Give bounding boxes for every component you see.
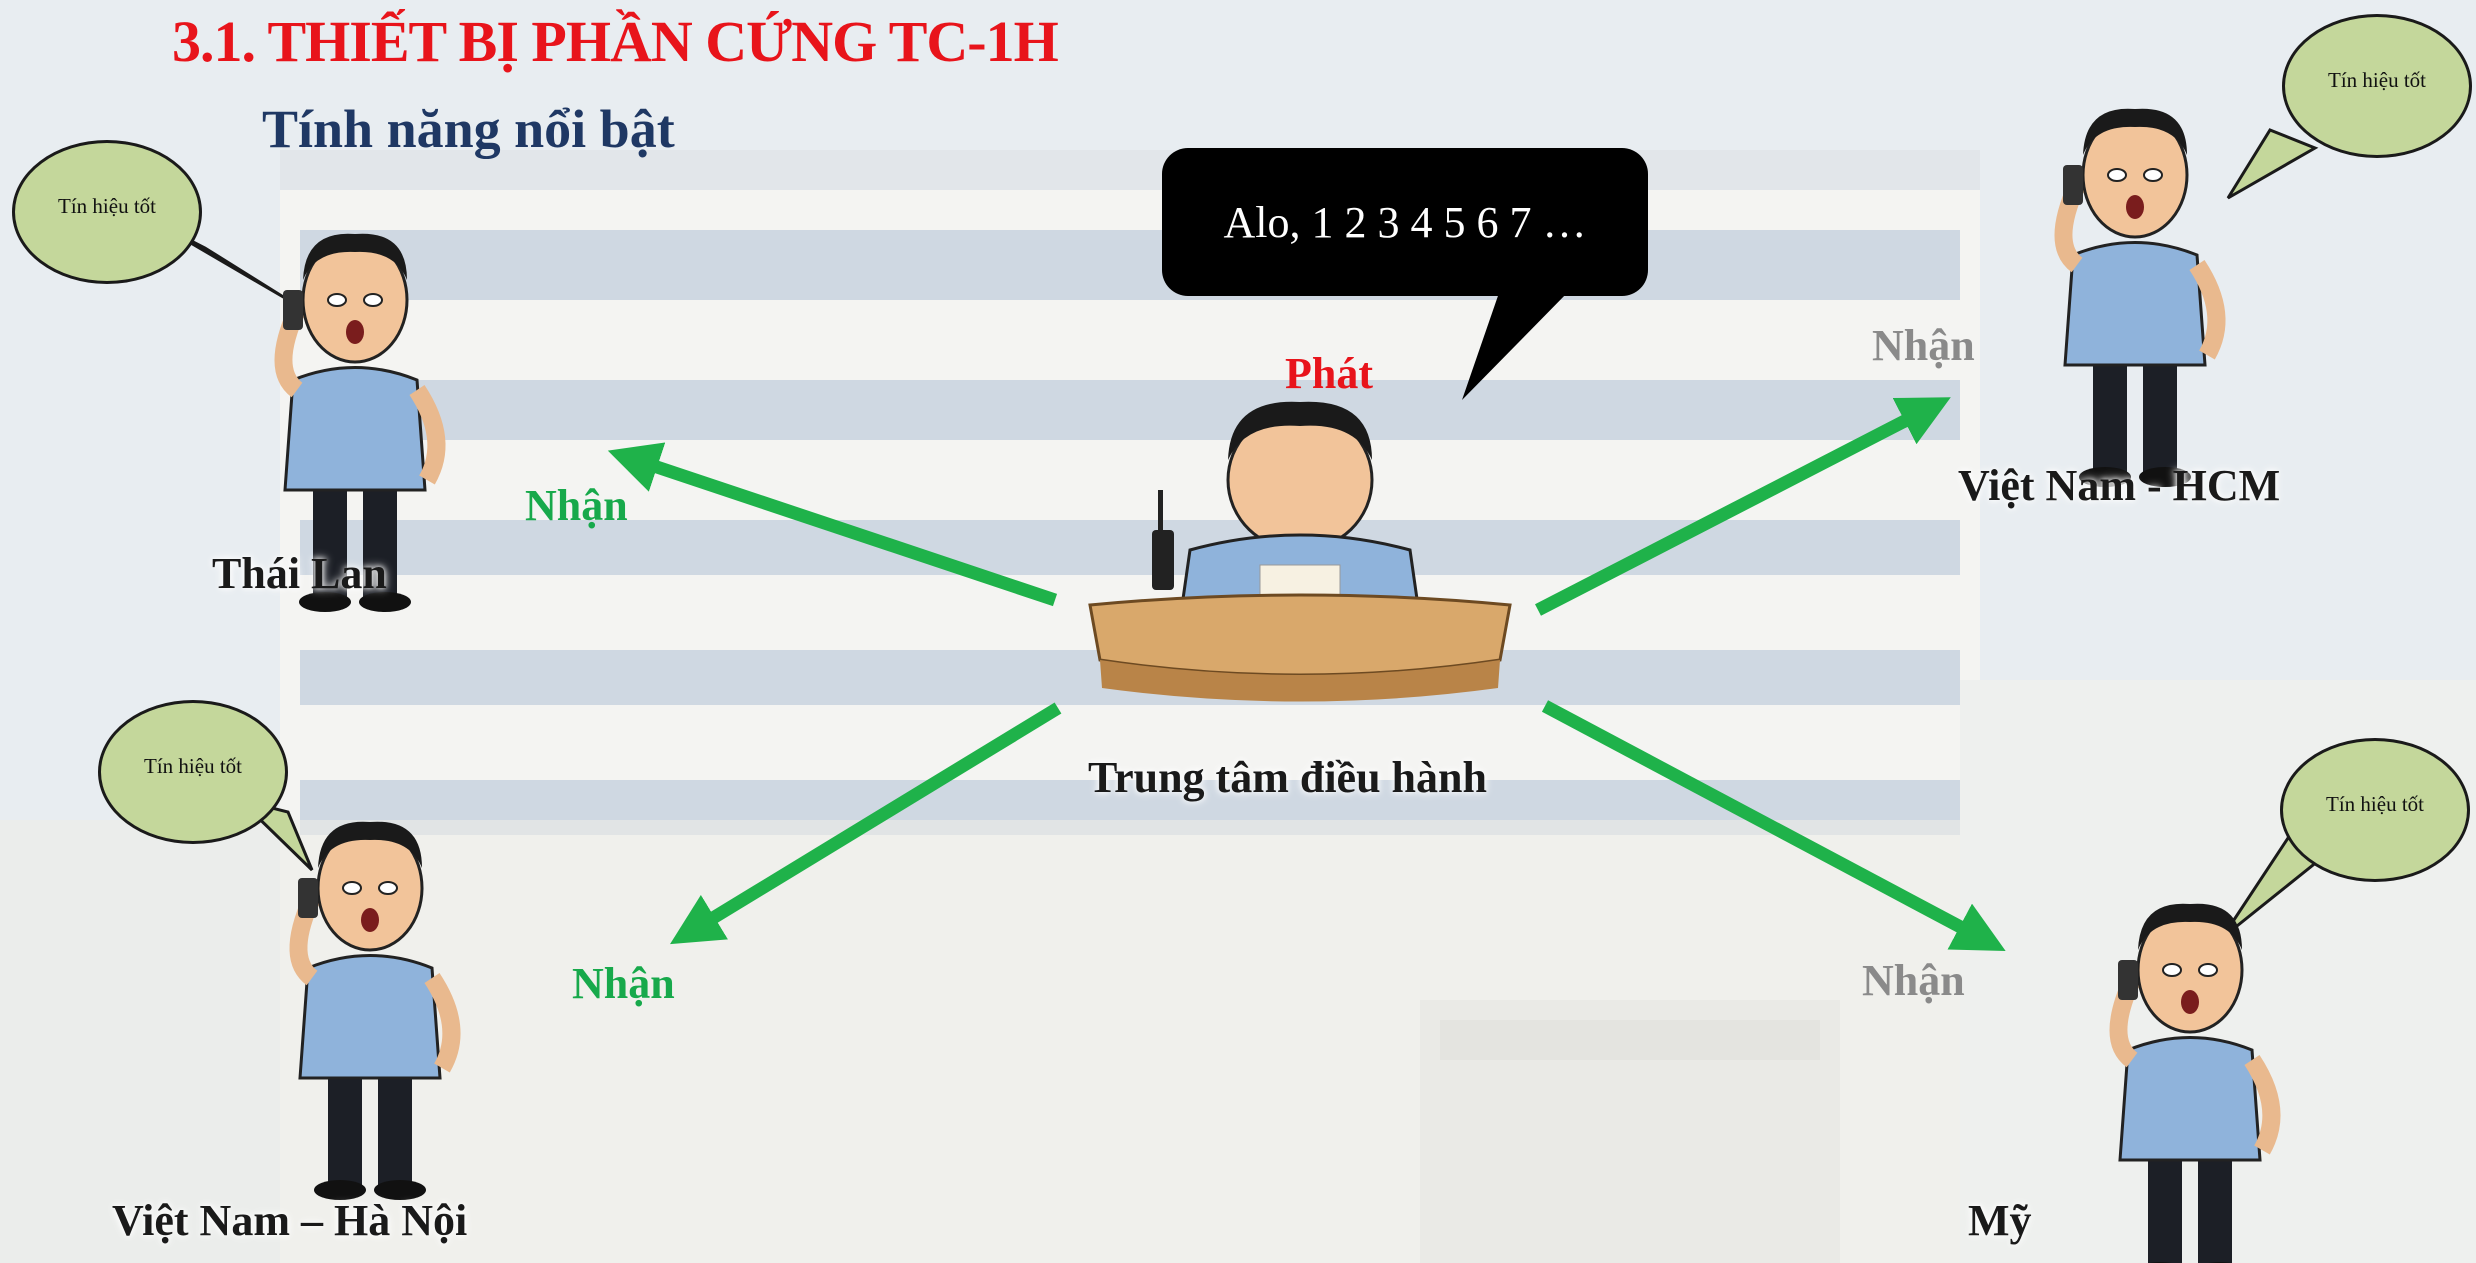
receive-label-hcm: Nhận <box>1872 321 1975 370</box>
page-title: 3.1. THIẾT BỊ PHẦN CỨNG TC-1H <box>172 9 1059 74</box>
receive-label-thai-lan: Nhận <box>525 481 628 530</box>
arrow-to-thai-lan <box>607 442 1058 607</box>
speech-bubble: Alo, 1 2 3 4 5 6 7 … <box>1162 148 1648 296</box>
location-vn-hcm: Việt Nam - HCM <box>1958 461 2281 510</box>
receive-label-hanoi: Nhận <box>572 959 675 1008</box>
arrow-to-my <box>1541 700 2006 951</box>
location-thai-lan: Thái Lan <box>212 549 387 598</box>
page-subtitle: Tính năng nổi bật <box>262 99 675 159</box>
signal-bubble-my: Tín hiệu tốt <box>2280 738 2470 882</box>
receive-label-my: Nhận <box>1862 956 1965 1005</box>
location-my: Mỹ <box>1968 1196 2032 1245</box>
speech-tail <box>1462 290 1570 400</box>
signal-bubble-hcm: Tín hiệu tốt <box>2282 14 2472 158</box>
location-vn-hanoi: Việt Nam – Hà Nội <box>112 1196 468 1245</box>
arrow-to-hanoi <box>670 702 1062 945</box>
signal-bubble-thai-lan: Tín hiệu tốt <box>12 140 202 284</box>
arrow-to-hcm <box>1535 397 1951 616</box>
center-label: Trung tâm điều hành <box>1088 753 1487 802</box>
transmit-label: Phát <box>1285 349 1373 398</box>
signal-bubble-hanoi: Tín hiệu tốt <box>98 700 288 844</box>
